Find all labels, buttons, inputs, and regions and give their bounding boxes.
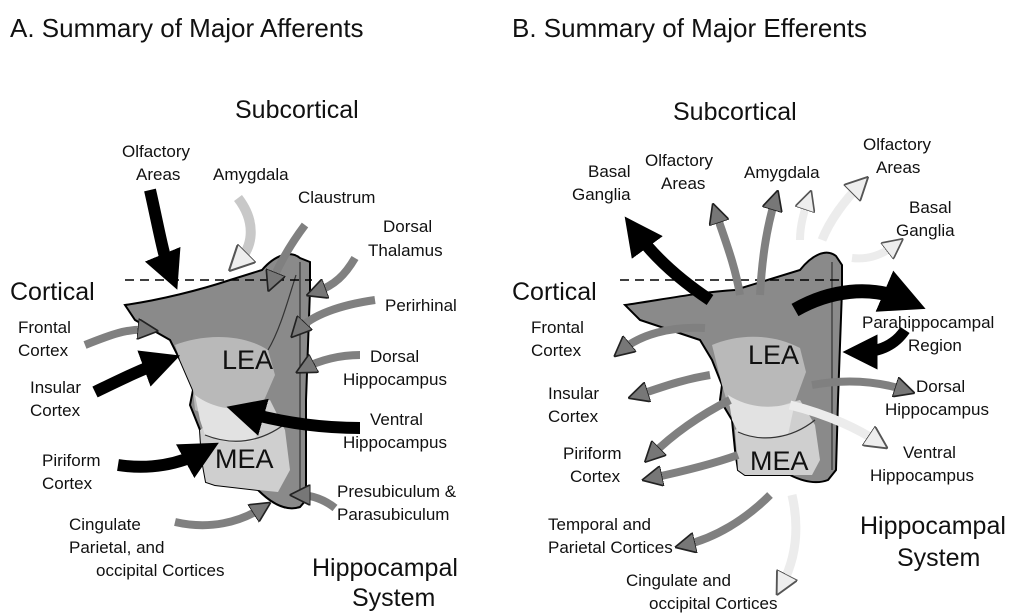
panel-a-frontal-label-2: Cortex xyxy=(18,341,69,360)
panel-a-title: A. Summary of Major Afferents xyxy=(10,13,364,43)
panel-b-hippocampal-label-1: Hippocampal xyxy=(860,512,1006,540)
panel-a-arrow-frontal xyxy=(85,330,148,345)
panel-b-frontal-label-2: Cortex xyxy=(531,341,582,360)
panel-a-presub-label-2: Parasubiculum xyxy=(337,505,449,524)
panel-b-ventral-hippo-label-1: Ventral xyxy=(903,443,956,462)
panel-a-arrow-piriform xyxy=(118,452,202,467)
panel-b-arrow-olfactory-areas-right xyxy=(822,185,860,240)
panel-b-cingulate-label-2: occipital Cortices xyxy=(649,594,778,613)
panel-b-parahippo-label-1: Parahippocampal xyxy=(862,313,994,332)
panel-b-cingulate-label-1: Cingulate and xyxy=(626,571,731,590)
panel-b-olfactory-right-label-1: Olfactory xyxy=(863,135,932,154)
panel-b-arrow-insular xyxy=(638,375,710,395)
panel-b-dorsal-hippo-label-2: Hippocampus xyxy=(885,400,989,419)
panel-b-title: B. Summary of Major Efferents xyxy=(512,13,867,43)
panel-a-cortical-label: Cortical xyxy=(10,278,95,306)
panel-a-piriform-label-1: Piriform xyxy=(42,451,101,470)
panel-b-hippocampal-label-2: System xyxy=(897,544,980,572)
panel-a-mea-label: MEA xyxy=(215,444,274,474)
panel-b-basal-label-2: Ganglia xyxy=(572,185,631,204)
panel-a-dorsal-thalamus-label-1: Dorsal xyxy=(383,217,432,236)
panel-a-olfactory-label-2: Areas xyxy=(136,165,180,184)
panel-a-arrow-dorsal-hippo xyxy=(305,355,360,368)
panel-b-cortical-label: Cortical xyxy=(512,278,597,306)
panel-a-cingulate-label-1: Cingulate xyxy=(69,515,141,534)
panel-b-piriform-label-2: Cortex xyxy=(570,467,621,486)
panel-a-dorsal-hippo-label-2: Hippocampus xyxy=(343,370,447,389)
panel-b-insular-label-1: Insular xyxy=(548,384,599,403)
panel-a-insular-label-1: Insular xyxy=(30,378,81,397)
panel-b-arrow-basal-right xyxy=(852,245,895,258)
panel-b-parahippo-label-2: Region xyxy=(908,336,962,355)
panel-a-dorsal-hippo-label-1: Dorsal xyxy=(370,347,419,366)
panel-b-temporal-label-1: Temporal and xyxy=(548,515,651,534)
panel-a-hippocampal-label-2: System xyxy=(352,584,435,612)
panel-b-amygdala-label: Amygdala xyxy=(744,163,820,182)
panel-a-lea-label: LEA xyxy=(222,345,273,375)
panel-b-ventral-hippo-label-2: Hippocampus xyxy=(870,466,974,485)
panel-b-arrow-olfactory-right xyxy=(800,200,808,240)
panel-b-frontal-label-1: Frontal xyxy=(531,318,584,337)
panel-b-mea-label: MEA xyxy=(750,446,809,476)
panel-a-cingulate-label-2: Parietal, and xyxy=(69,538,164,557)
panel-b-subcortical-label: Subcortical xyxy=(673,98,797,126)
panel-a-piriform-label-2: Cortex xyxy=(42,474,93,493)
panel-a-hippocampal-label-1: Hippocampal xyxy=(312,554,458,582)
panel-b-arrow-olfactory xyxy=(716,213,740,295)
panel-b-arrow-temporal xyxy=(685,495,770,545)
panel-b-temporal-label-2: Parietal Cortices xyxy=(548,538,673,557)
panel-a-arrow-dorsal-thalamus xyxy=(316,258,355,292)
panel-a-ventral-hippo-label-2: Hippocampus xyxy=(343,433,447,452)
panel-b-arrow-frontal xyxy=(622,328,705,350)
panel-b-basal-label-1: Basal xyxy=(588,162,631,181)
panel-a-amygdala-label: Amygdala xyxy=(213,165,289,184)
panel-a-presub-label-1: Presubiculum & xyxy=(337,482,457,501)
panel-b-dorsal-hippo-label-1: Dorsal xyxy=(916,377,965,396)
panel-b-arrow-piriform xyxy=(652,400,730,455)
panel-b-piriform-label-1: Piriform xyxy=(563,444,622,463)
panel-a-arrow-insular xyxy=(95,362,162,392)
panel-a-arrow-olfactory xyxy=(150,190,170,272)
panel-a-cingulate-label-3: occipital Cortices xyxy=(96,561,225,580)
panel-a-subcortical-label: Subcortical xyxy=(235,96,359,124)
panel-a-olfactory-label-1: Olfactory xyxy=(122,142,191,161)
panel-b-arrow-parahippo-return xyxy=(860,330,905,352)
panel-b-insular-label-2: Cortex xyxy=(548,407,599,426)
panel-a-ventral-hippo-label-1: Ventral xyxy=(370,410,423,429)
panel-b-arrow-basal-ganglia xyxy=(636,232,710,300)
panel-b-basal-right-label-2: Ganglia xyxy=(896,221,955,240)
panel-a-arrow-amygdala xyxy=(238,198,251,262)
panel-a-perirhinal-label: Perirhinal xyxy=(385,296,457,315)
panel-a-dorsal-thalamus-label-2: Thalamus xyxy=(368,241,443,260)
panel-b-basal-right-label-1: Basal xyxy=(909,198,952,217)
panel-b-arrow-piriform-2 xyxy=(652,455,738,478)
panel-a: A. Summary of Major Afferents Subcortica… xyxy=(10,13,458,612)
panel-b-arrow-cingulate xyxy=(782,495,796,585)
panel-a-arrow-cingulate xyxy=(175,508,262,525)
panel-b-olfactory-right-label-2: Areas xyxy=(876,158,920,177)
panel-a-insular-label-2: Cortex xyxy=(30,401,81,420)
panel-a-claustrum-label: Claustrum xyxy=(298,188,375,207)
panel-a-frontal-label-1: Frontal xyxy=(18,318,71,337)
panel-b-olfactory-label-2: Areas xyxy=(661,174,705,193)
panel-b: B. Summary of Major Efferents Subcortica… xyxy=(512,13,1006,613)
panel-b-olfactory-label-1: Olfactory xyxy=(645,151,714,170)
panel-b-lea-label: LEA xyxy=(748,340,799,370)
